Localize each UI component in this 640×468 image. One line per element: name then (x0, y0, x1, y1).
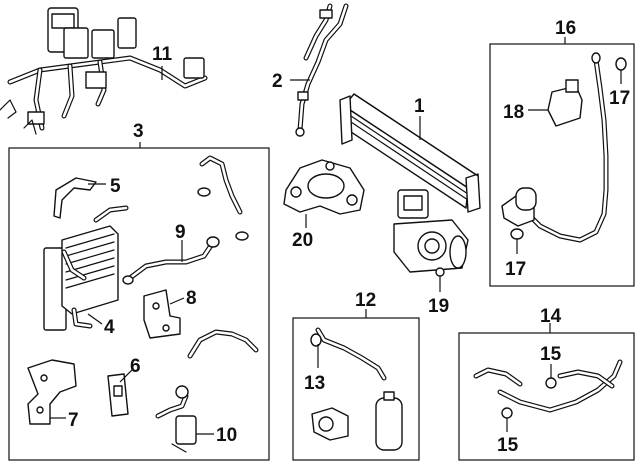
callout-12: 12 (355, 290, 376, 311)
group-box-14 (458, 332, 635, 461)
bracket-7 (27, 359, 77, 425)
condenser (339, 93, 481, 213)
callout-3: 3 (133, 121, 144, 142)
callout-5: 5 (110, 176, 121, 197)
callout-15-upper: 15 (540, 344, 562, 365)
oil-cooler (43, 205, 129, 331)
oring-17-upper (615, 57, 627, 71)
callout-10: 10 (216, 425, 237, 446)
callout-9: 9 (175, 222, 186, 243)
hose-lower (187, 329, 259, 359)
ac-compressor (393, 189, 469, 277)
clip-6 (107, 373, 129, 417)
oring-lower (501, 407, 513, 419)
group-box-3 (8, 147, 270, 461)
valve-10 (155, 385, 197, 453)
callout-1: 1 (414, 96, 425, 117)
callout-2: 2 (272, 71, 283, 92)
line-13 (310, 327, 387, 381)
oring-upper (545, 377, 557, 389)
group-box-12 (292, 317, 420, 461)
bracket-5 (53, 177, 97, 219)
compressor-bracket (283, 159, 365, 215)
callout-6: 6 (130, 356, 141, 377)
callout-13: 13 (304, 373, 325, 394)
callout-17-upper: 17 (609, 88, 630, 109)
suction-line (501, 52, 609, 243)
callout-20: 20 (292, 230, 313, 251)
callout-4: 4 (104, 317, 115, 338)
group-box-16 (489, 43, 635, 287)
tube-with-orings (197, 155, 249, 241)
hose-9 (122, 236, 220, 285)
ac-line (295, 3, 349, 137)
wiring-harness (0, 7, 208, 135)
callout-18: 18 (503, 102, 524, 123)
hose-14 (473, 359, 623, 413)
callout-16: 16 (555, 18, 576, 39)
receiver-drier (311, 391, 403, 451)
oring-17-lower (510, 228, 524, 240)
callout-11: 11 (152, 44, 173, 65)
callout-17-lower: 17 (505, 259, 526, 280)
bracket-8 (143, 289, 181, 339)
pressure-switch (547, 79, 583, 127)
callout-7: 7 (68, 410, 79, 431)
callout-19: 19 (428, 296, 449, 317)
callout-15-lower: 15 (497, 435, 519, 456)
callout-14: 14 (540, 306, 562, 327)
callout-8: 8 (186, 288, 197, 309)
